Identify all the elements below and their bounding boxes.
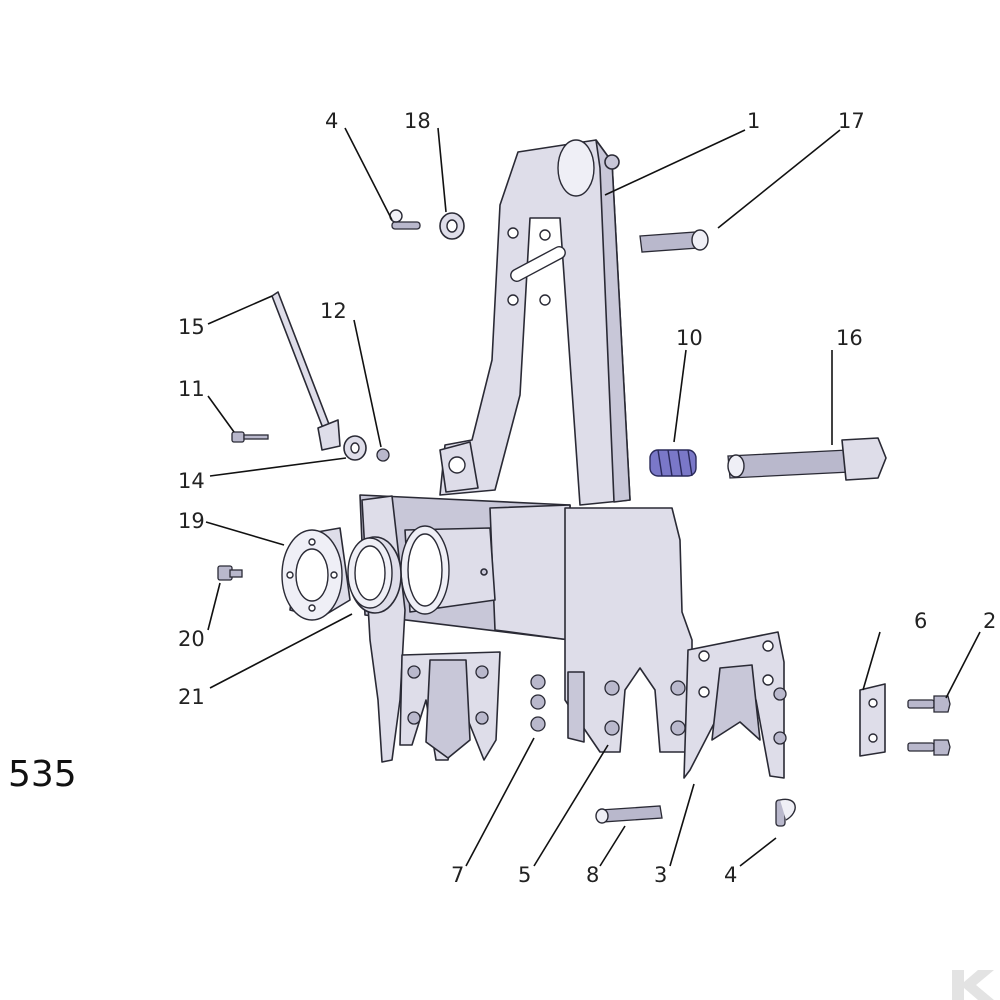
callout-21: 21 <box>178 685 205 709</box>
callout-20: 20 <box>178 627 205 651</box>
lynch-pin-part-4-bottom <box>775 798 796 827</box>
lynch-pin-part-4-top <box>389 209 421 230</box>
callout-3: 3 <box>654 863 667 887</box>
main-frame-part <box>359 139 693 763</box>
callout-16: 16 <box>836 326 863 350</box>
callout-4-top: 4 <box>325 109 338 133</box>
pin-part-16 <box>727 437 887 481</box>
callout-12: 12 <box>320 299 347 323</box>
bracket-part-3 <box>683 631 787 779</box>
nuts-part-7 <box>530 674 546 732</box>
bolts-part-2 <box>907 695 951 756</box>
callout-5: 5 <box>518 863 531 887</box>
callout-7: 7 <box>451 863 464 887</box>
leader-lines <box>205 127 981 867</box>
plate-part-6 <box>859 683 886 757</box>
callout-15: 15 <box>178 315 205 339</box>
callout-10: 10 <box>676 326 703 350</box>
callout-11: 11 <box>178 377 205 401</box>
callout-18: 18 <box>404 109 431 133</box>
nut-part-12 <box>376 448 390 462</box>
callout-19: 19 <box>178 509 205 533</box>
callout-2: 2 <box>983 609 996 633</box>
handle-rod-part-15 <box>271 291 341 451</box>
pin-part-8 <box>595 805 663 824</box>
callout-4-bottom: 4 <box>724 863 737 887</box>
washer-part-14 <box>343 435 367 461</box>
figure-number: 535 <box>8 754 77 795</box>
flange-part-19 <box>281 527 351 621</box>
callout-1: 1 <box>747 109 760 133</box>
callout-8: 8 <box>586 863 599 887</box>
bolt-part-20 <box>217 565 243 581</box>
callout-labels: 1 2 3 4 4 5 6 7 8 10 11 12 14 15 16 17 1… <box>178 109 996 887</box>
callout-17: 17 <box>838 109 865 133</box>
pin-part-17 <box>639 229 709 253</box>
callout-14: 14 <box>178 469 205 493</box>
k-logo-icon <box>952 970 994 1000</box>
washer-part-18 <box>439 212 465 240</box>
spring-part-10 <box>649 449 697 477</box>
bolt-part-11 <box>231 431 269 443</box>
bush-part-21 <box>347 536 402 614</box>
callout-6: 6 <box>914 609 927 633</box>
